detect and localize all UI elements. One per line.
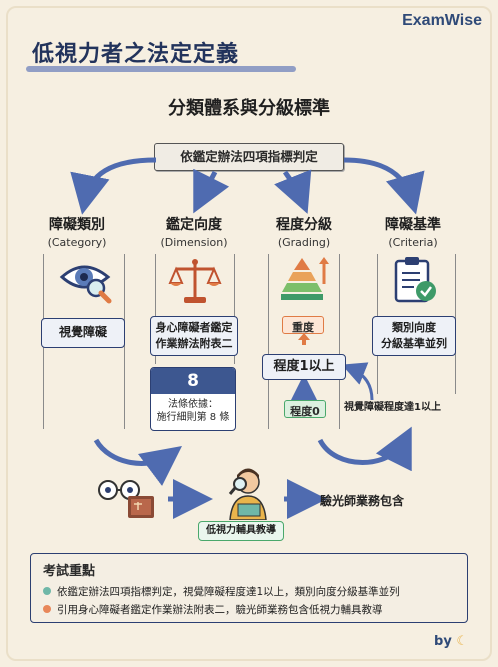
law-article: 施行細則第 8 條: [156, 412, 230, 423]
guide-line: [339, 254, 340, 429]
column-category-en: (Category): [47, 236, 107, 249]
person-reading-icon: [228, 468, 267, 520]
guide-line: [234, 254, 235, 364]
grading-note: 視覺障礙程度達1以上: [344, 402, 441, 413]
category-value-tag: 視覺障礙: [41, 318, 125, 348]
teal-dot-icon: [43, 587, 51, 595]
exam-notes-box: 考試重點 依鑑定辦法四項指標判定，視覺障礙程度達1以上，類別向度分級基準並列 引…: [30, 553, 468, 623]
person-label-tag: 低視力輔具教導: [198, 521, 284, 541]
column-grading-en: (Grading): [277, 236, 331, 249]
exam-note-item: 引用身心障礙者鑑定作業辦法附表二，驗光師業務包含低視力輔具教導: [43, 602, 383, 617]
criteria-value-line1: 類別向度: [392, 321, 436, 334]
root-criteria-box: 依鑑定辦法四項指標判定: [154, 143, 344, 171]
law-basis-label: 法條依據：: [168, 399, 218, 410]
dimension-value-line1: 身心障礙者鑑定: [155, 321, 233, 334]
column-criteria-en: (Criteria): [388, 236, 438, 249]
brand-logo: ExamWise: [402, 12, 482, 29]
clipboard-check-icon: [394, 257, 436, 303]
scales-icon: [168, 259, 222, 303]
guide-line: [155, 254, 156, 364]
column-category-title: 障礙類別: [49, 217, 105, 233]
section-subtitle: 分類體系與分級標準: [168, 98, 330, 119]
law-number: 8: [151, 368, 235, 394]
glasses-book-icon: [98, 480, 154, 518]
byline: by ☾: [434, 634, 468, 649]
grading-main-tag: 程度1以上: [262, 354, 346, 380]
guide-line: [268, 254, 269, 429]
title-underline: [26, 66, 296, 72]
column-criteria: 障礙基準 (Criteria): [358, 214, 468, 249]
dimension-value-tag: 身心障礙者鑑定 作業辦法附表二: [150, 316, 238, 356]
exam-note-item: 依鑑定辦法四項指標判定，視覺障礙程度達1以上，類別向度分級基準並列: [43, 584, 400, 599]
column-grading-title: 程度分級: [276, 217, 332, 233]
pyramid-icon: [281, 257, 329, 300]
exam-note-text-1: 依鑑定辦法四項指標判定，視覺障礙程度達1以上，類別向度分級基準並列: [57, 586, 400, 598]
criteria-value-line2: 分級基準並列: [381, 337, 447, 350]
grading-zero-tag: 程度0: [284, 400, 326, 418]
exam-note-text-2: 引用身心障礙者鑑定作業辦法附表二，驗光師業務包含低視力輔具教導: [57, 604, 383, 616]
eye-magnifier-icon: [59, 265, 112, 304]
orange-dot-icon: [43, 605, 51, 613]
column-criteria-title: 障礙基準: [385, 217, 441, 233]
criteria-value-tag: 類別向度 分級基準並列: [372, 316, 456, 356]
column-dimension-title: 鑑定向度: [166, 217, 222, 233]
banana-icon: ☾: [456, 634, 468, 649]
page-title: 低視力者之法定定義: [32, 42, 240, 67]
column-dimension: 鑑定向度 (Dimension): [139, 214, 249, 249]
law-card: 8 法條依據： 施行細則第 8 條: [150, 367, 236, 431]
byline-text: by: [434, 634, 452, 649]
exam-notes-heading: 考試重點: [43, 564, 96, 579]
column-category: 障礙類別 (Category): [22, 214, 132, 249]
flow-result-text: 驗光師業務包含: [320, 494, 405, 508]
grading-severe-tag: 重度: [282, 316, 324, 334]
column-dimension-en: (Dimension): [160, 236, 228, 249]
page-frame: [6, 6, 492, 661]
column-grading: 程度分級 (Grading): [249, 214, 359, 249]
dimension-value-line2: 作業辦法附表二: [155, 337, 233, 350]
